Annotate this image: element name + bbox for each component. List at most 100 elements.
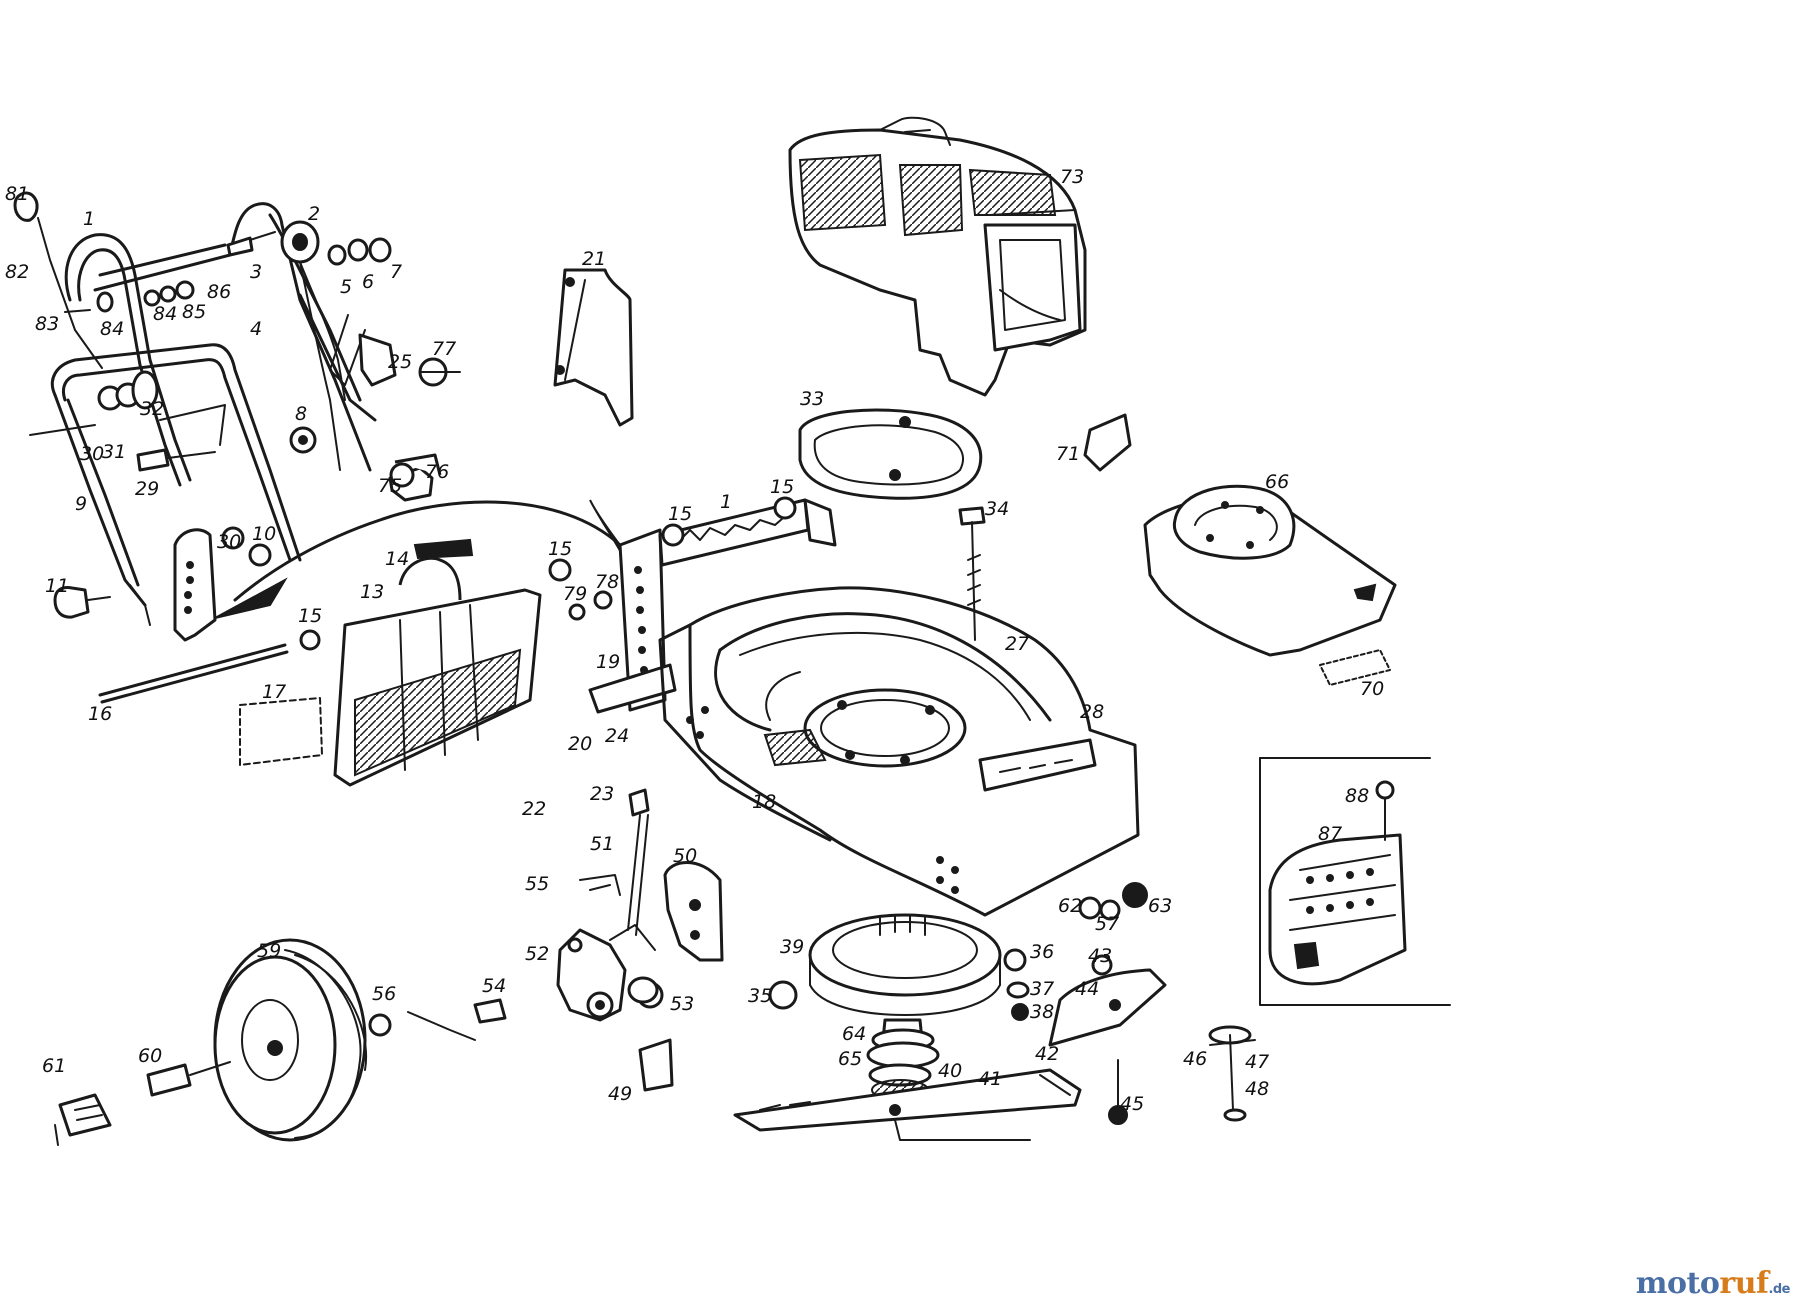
callout-label: 21 bbox=[582, 248, 606, 270]
callout-label: 3 bbox=[250, 261, 262, 283]
callout-label: 88 bbox=[1345, 785, 1369, 807]
watermark-part2: ruf bbox=[1719, 1266, 1769, 1301]
callout-label: 46 bbox=[1183, 1048, 1207, 1070]
axle-rod bbox=[98, 643, 287, 697]
callout-label: 85 bbox=[182, 301, 206, 323]
callout-label: 78 bbox=[595, 571, 619, 593]
callout-label: 22 bbox=[522, 798, 546, 820]
callout-label: 41 bbox=[978, 1068, 1002, 1090]
callout-label: 79 bbox=[563, 583, 587, 605]
callout-label: 50 bbox=[673, 845, 697, 867]
callout-label: 13 bbox=[360, 581, 384, 603]
callout-label: 38 bbox=[1030, 1001, 1054, 1023]
fasteners bbox=[1003, 882, 1256, 1125]
callout-label: 1 bbox=[83, 208, 95, 230]
callout-label: 83 bbox=[35, 313, 59, 335]
height-adjuster bbox=[556, 788, 724, 1022]
callout-label: 45 bbox=[1120, 1093, 1144, 1115]
label-plate bbox=[239, 697, 323, 766]
callout-label: 25 bbox=[388, 351, 412, 373]
chip bbox=[1083, 413, 1132, 472]
callout-label: 34 bbox=[985, 498, 1009, 520]
callout-label: 36 bbox=[1030, 941, 1054, 963]
callout-label: 35 bbox=[748, 985, 772, 1007]
callout-label: 77 bbox=[432, 338, 456, 360]
callout-label: 1 bbox=[720, 491, 732, 513]
callout-label: 14 bbox=[385, 548, 409, 570]
label-70 bbox=[1319, 649, 1391, 686]
watermark-part1: moto bbox=[1635, 1266, 1720, 1301]
callout-label: 16 bbox=[88, 703, 112, 725]
callout-label: 10 bbox=[252, 523, 276, 545]
callout-label: 71 bbox=[1056, 443, 1080, 465]
callout-label: 42 bbox=[1035, 1043, 1059, 1065]
callout-label: 24 bbox=[605, 725, 629, 747]
callout-label: 9 bbox=[75, 493, 87, 515]
bolt bbox=[958, 506, 986, 641]
callout-label: 65 bbox=[838, 1048, 862, 1070]
watermark-tld: .de bbox=[1768, 1282, 1790, 1297]
callout-label: 59 bbox=[257, 940, 281, 962]
callout-label: 18 bbox=[752, 791, 776, 813]
callout-label: 11 bbox=[45, 575, 69, 597]
collar-ring bbox=[798, 408, 983, 500]
callout-label: 29 bbox=[135, 478, 159, 500]
grass-catcher bbox=[788, 116, 1087, 397]
callout-label: 7 bbox=[390, 261, 402, 283]
blade bbox=[733, 1068, 1082, 1141]
callout-label: 57 bbox=[1095, 913, 1119, 935]
callout-label: 75 bbox=[378, 475, 402, 497]
callout-label: 51 bbox=[590, 833, 614, 855]
callout-label: 27 bbox=[1005, 633, 1029, 655]
rear-flap bbox=[299, 538, 542, 787]
callout-label: 44 bbox=[1075, 978, 1099, 1000]
side-plate bbox=[53, 526, 272, 642]
callout-label: 20 bbox=[568, 733, 592, 755]
callout-label: 55 bbox=[525, 873, 549, 895]
callout-label: 32 bbox=[140, 398, 164, 420]
side-flap bbox=[553, 268, 634, 427]
callout-label: 70 bbox=[1360, 678, 1384, 700]
callout-label: 60 bbox=[138, 1045, 162, 1067]
callout-label: 49 bbox=[608, 1083, 632, 1105]
mower-deck bbox=[658, 586, 1140, 917]
callout-label: 64 bbox=[842, 1023, 866, 1045]
callout-label: 81 bbox=[5, 183, 29, 205]
callout-label: 2 bbox=[308, 203, 320, 225]
callout-label: 30 bbox=[217, 531, 241, 553]
callout-label: 84 bbox=[100, 318, 124, 340]
inset-box bbox=[1259, 757, 1451, 1006]
callout-label: 40 bbox=[938, 1060, 962, 1082]
callout-label: 15 bbox=[770, 476, 794, 498]
callout-label: 28 bbox=[1080, 701, 1104, 723]
callout-label: 53 bbox=[670, 993, 694, 1015]
callout-label: 62 bbox=[1058, 895, 1082, 917]
callout-label: 86 bbox=[207, 281, 231, 303]
callout-label: 61 bbox=[42, 1055, 66, 1077]
callout-label: 43 bbox=[1088, 945, 1112, 967]
assembly-arrow bbox=[214, 499, 626, 619]
callout-label: 84 bbox=[153, 303, 177, 325]
callout-labels: 81 1 2 82 3 5 6 7 84 85 86 83 84 4 25 77… bbox=[5, 166, 1384, 1115]
watermark-logo: motoruf.de bbox=[1635, 1266, 1791, 1301]
callout-label: 76 bbox=[425, 461, 449, 483]
callout-label: 17 bbox=[262, 681, 286, 703]
callout-label: 73 bbox=[1060, 166, 1084, 188]
callout-label: 54 bbox=[482, 975, 506, 997]
motor-fan bbox=[768, 913, 1002, 1101]
callout-label: 19 bbox=[596, 651, 620, 673]
callout-label: 8 bbox=[295, 403, 307, 425]
callout-label: 52 bbox=[525, 943, 549, 965]
callout-label: 31 bbox=[102, 441, 126, 463]
callout-label: 87 bbox=[1318, 823, 1342, 845]
callout-label: 56 bbox=[372, 983, 396, 1005]
callout-label: 66 bbox=[1265, 471, 1289, 493]
callout-label: 15 bbox=[668, 503, 692, 525]
callout-label: 37 bbox=[1030, 978, 1054, 1000]
bracket-49 bbox=[638, 1038, 674, 1092]
handle-assembly bbox=[13, 191, 461, 607]
bolt-54 bbox=[473, 998, 507, 1024]
callout-label: 33 bbox=[800, 388, 824, 410]
callout-label: 48 bbox=[1245, 1078, 1269, 1100]
